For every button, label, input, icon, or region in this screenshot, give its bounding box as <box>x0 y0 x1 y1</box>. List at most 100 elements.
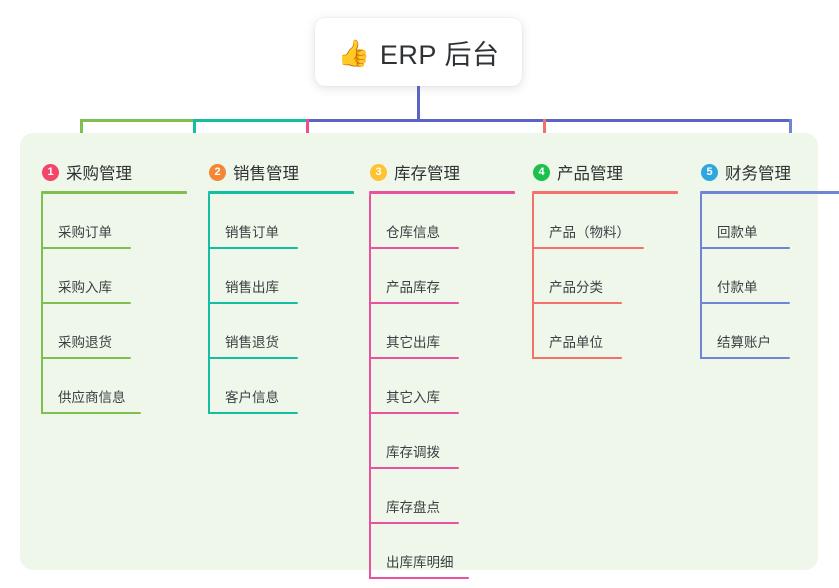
branch-drop-4 <box>543 119 546 145</box>
columns-layer: 1 采购管理采购订单采购入库采购退货供应商信息 2 销售管理销售订单销售出库销售退货客… <box>20 133 839 579</box>
leaf-item-label: 客户信息 <box>225 390 279 405</box>
branch-spine <box>208 194 210 414</box>
leaf-item-rule <box>41 412 141 414</box>
leaf-item[interactable]: 其它入库 <box>369 359 489 414</box>
branch-title: 销售管理 <box>233 165 299 183</box>
leaf-item[interactable]: 结算账户 <box>700 304 820 359</box>
branch-drop-2 <box>193 119 196 145</box>
leaf-item-label: 付款单 <box>717 280 758 295</box>
leaf-item-label: 供应商信息 <box>58 390 126 405</box>
leaf-item-label: 产品库存 <box>386 280 440 295</box>
leaf-item-rule <box>369 412 459 414</box>
branch-title: 财务管理 <box>725 165 791 183</box>
leaf-item[interactable]: 其它出库 <box>369 304 489 359</box>
branch-number-badge: 2 <box>209 163 226 181</box>
branch-header-rule <box>208 191 354 194</box>
leaf-item-label: 采购入库 <box>58 280 112 295</box>
leaf-item-label: 出库库明细 <box>386 555 454 570</box>
branch-header-1[interactable]: 1 采购管理 <box>41 153 132 191</box>
branch-spine <box>532 194 534 359</box>
branch-spine <box>41 194 43 414</box>
leaf-item-label: 销售退货 <box>225 335 279 350</box>
leaf-item[interactable]: 采购退货 <box>41 304 161 359</box>
leaf-item[interactable]: 供应商信息 <box>41 359 161 414</box>
branch-drop-5 <box>789 119 792 145</box>
root-node-label: ERP 后台 <box>379 39 500 70</box>
leaf-item-rule <box>532 357 622 359</box>
leaf-item[interactable]: 库存盘点 <box>369 469 489 524</box>
leaf-item-rule <box>41 302 131 304</box>
branch-header-rule <box>532 191 678 194</box>
branch-column-5: 5 财务管理回款单付款单结算账户 <box>700 153 839 359</box>
leaf-item[interactable]: 产品（物料） <box>532 194 652 249</box>
branch-title: 库存管理 <box>394 165 460 183</box>
branch-column-2: 2 销售管理销售订单销售出库销售退货客户信息 <box>208 153 354 414</box>
branch-title: 采购管理 <box>66 165 132 183</box>
branch-header-5[interactable]: 5 财务管理 <box>700 153 791 191</box>
leaf-item[interactable]: 付款单 <box>700 249 820 304</box>
leaf-item-label: 产品（物料） <box>549 225 630 240</box>
leaf-item-rule <box>369 302 459 304</box>
bus-segment-2 <box>194 119 307 122</box>
leaf-item[interactable]: 产品单位 <box>532 304 652 359</box>
branch-header-3[interactable]: 3 库存管理 <box>369 153 460 191</box>
branch-drop-1 <box>80 119 83 145</box>
branch-column-3: 3 库存管理仓库信息产品库存其它出库其它入库库存调拨库存盘点出库库明细 <box>369 153 515 579</box>
leaf-item[interactable]: 采购入库 <box>41 249 161 304</box>
branch-number-badge: 3 <box>370 163 387 181</box>
leaf-item-rule <box>41 247 131 249</box>
leaf-item-rule <box>369 247 459 249</box>
leaf-item-rule <box>700 302 790 304</box>
leaf-item-rule <box>369 522 459 524</box>
leaf-item[interactable]: 销售订单 <box>208 194 328 249</box>
bus-segment-1 <box>81 119 194 122</box>
leaf-item-rule <box>532 247 644 249</box>
branch-column-1: 1 采购管理采购订单采购入库采购退货供应商信息 <box>41 153 187 414</box>
leaf-item-label: 仓库信息 <box>386 225 440 240</box>
leaf-item[interactable]: 销售退货 <box>208 304 328 359</box>
leaf-item[interactable]: 回款单 <box>700 194 820 249</box>
leaf-item[interactable]: 销售出库 <box>208 249 328 304</box>
branch-spine <box>700 194 702 359</box>
leaf-item-rule <box>369 357 459 359</box>
leaf-item-rule <box>369 467 459 469</box>
branch-number-badge: 1 <box>42 163 59 181</box>
leaf-item-rule <box>208 412 298 414</box>
branch-title: 产品管理 <box>557 165 623 183</box>
leaf-item[interactable]: 出库库明细 <box>369 524 489 579</box>
leaf-item[interactable]: 仓库信息 <box>369 194 489 249</box>
branch-header-rule <box>41 191 187 194</box>
leaf-item[interactable]: 产品库存 <box>369 249 489 304</box>
leaf-item-label: 采购订单 <box>58 225 112 240</box>
leaf-item-label: 回款单 <box>717 225 758 240</box>
thumbs-up-emoji: 👍 <box>337 38 370 68</box>
branch-header-rule <box>369 191 515 194</box>
trunk-connector <box>417 86 420 122</box>
leaf-item-label: 销售订单 <box>225 225 279 240</box>
leaf-item-rule <box>208 247 298 249</box>
leaf-item-rule <box>41 357 131 359</box>
branch-number-badge: 5 <box>701 163 718 181</box>
leaf-item-label: 其它出库 <box>386 335 440 350</box>
branch-header-2[interactable]: 2 销售管理 <box>208 153 299 191</box>
branch-drop-3 <box>306 119 309 145</box>
board-panel <box>20 133 818 570</box>
leaf-item-rule <box>208 302 298 304</box>
leaf-item-rule <box>369 577 469 579</box>
branch-spine <box>369 194 371 579</box>
root-node[interactable]: 👍 ERP 后台 <box>315 18 522 86</box>
leaf-item-label: 库存调拨 <box>386 445 440 460</box>
leaf-item-label: 采购退货 <box>58 335 112 350</box>
leaf-item-rule <box>532 302 622 304</box>
leaf-item-label: 产品分类 <box>549 280 603 295</box>
leaf-item[interactable]: 采购订单 <box>41 194 161 249</box>
leaf-item-label: 其它入库 <box>386 390 440 405</box>
leaf-item[interactable]: 库存调拨 <box>369 414 489 469</box>
leaf-item[interactable]: 客户信息 <box>208 359 328 414</box>
leaf-item[interactable]: 产品分类 <box>532 249 652 304</box>
bus-segment-3 <box>307 119 790 122</box>
leaf-item-rule <box>700 247 790 249</box>
leaf-item-label: 销售出库 <box>225 280 279 295</box>
leaf-item-rule <box>700 357 790 359</box>
